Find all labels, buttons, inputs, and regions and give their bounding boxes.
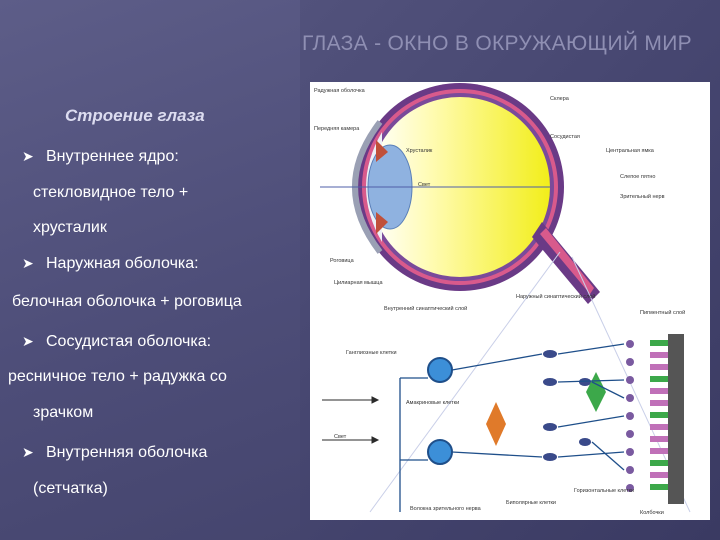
optic-nerve-core — [540, 228, 594, 294]
ganglion-cell — [428, 440, 452, 464]
bullet-continuation: стекловидное тело + — [33, 184, 188, 202]
retina-cells-diagram — [322, 334, 684, 512]
bullet-continuation: хрусталик — [33, 219, 107, 237]
eyeball — [320, 83, 600, 304]
label-choroid: Сосудистая — [550, 134, 580, 140]
label-iris: Радужная оболочка — [314, 88, 365, 94]
label-optic-nerve: Зрительный нерв — [620, 194, 665, 200]
bullet-continuation: белочная оболочка + роговица — [12, 293, 242, 311]
eye-anatomy-figure: Радужная оболочка Склера Передняя камера… — [310, 82, 710, 520]
light-arrows — [322, 397, 378, 443]
label-outer-synaptic: Наружный синаптический слой — [516, 294, 596, 300]
label-horizontal-cells: Горизонтальные клетки — [574, 488, 634, 494]
slide-subtitle: Строение глаза — [65, 106, 205, 126]
label-ciliary-muscle: Цилиарная мышца — [334, 280, 383, 286]
bullet-item: ➤ Сосудистая оболочка: — [22, 333, 211, 351]
ganglion-cell — [428, 358, 452, 382]
amacrine-cell — [486, 402, 506, 446]
bullet-item: ➤ Наружная оболочка: — [22, 255, 199, 273]
arrow-bullet-icon: ➤ — [22, 444, 36, 461]
bullet-item: ➤ Внутренняя оболочка — [22, 444, 207, 462]
label-cones: Колбочки — [640, 510, 664, 516]
label-amacrine-cells: Амакриновые клетки — [406, 400, 459, 406]
label-bipolar-cells: Биполярные клетки — [506, 500, 556, 506]
label-fovea: Центральная ямка — [606, 148, 654, 154]
label-sclera: Склера — [550, 96, 569, 102]
slide-title: ГЛАЗА - ОКНО В ОКРУЖАЮЩИЙ МИР — [302, 30, 702, 57]
label-blind-spot: Слепое пятно — [620, 174, 655, 180]
label-light: Свет — [418, 182, 430, 188]
label-pigment-layer: Пигментный слой — [640, 310, 685, 316]
label-anterior-chamber: Передняя камера — [314, 126, 359, 132]
bipolar-cells — [543, 350, 591, 461]
horizontal-cell — [586, 372, 606, 412]
bullet-text: Внутреннее ядро: — [46, 148, 179, 165]
bullet-item: ➤ Внутреннее ядро: — [22, 148, 179, 166]
label-ganglion-cells: Ганглиозные клетки — [346, 350, 397, 356]
bullet-text: Внутренняя оболочка — [46, 444, 207, 461]
arrow-bullet-icon: ➤ — [22, 148, 36, 165]
label-cornea: Роговица — [330, 258, 354, 264]
bullet-continuation: зрачком — [33, 404, 93, 422]
label-inner-synaptic: Внутренний синаптический слой — [384, 306, 467, 312]
arrow-bullet-icon: ➤ — [22, 255, 36, 272]
bullet-text: Наружная оболочка: — [46, 255, 199, 272]
arrow-bullet-icon: ➤ — [22, 333, 36, 350]
label-lens: Хрусталик — [406, 148, 432, 154]
zoom-lines — [370, 252, 690, 512]
label-nerve-fibers: Волокна зрительного нерва — [410, 506, 481, 512]
bullet-text: Сосудистая оболочка: — [46, 333, 211, 350]
bullet-continuation: ресничное тело + радужка со — [8, 368, 227, 386]
photoreceptors — [650, 340, 668, 490]
receptor-nuclei — [626, 340, 634, 492]
bullet-continuation: (сетчатка) — [33, 480, 108, 498]
label-light-2: Свет — [334, 434, 346, 440]
pigment-layer — [668, 334, 684, 504]
